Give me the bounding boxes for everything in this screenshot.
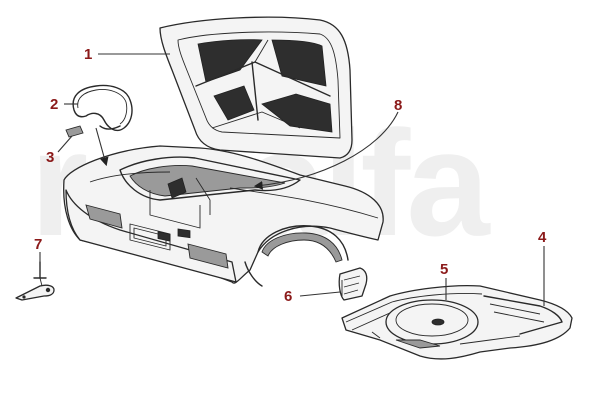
leader-3 bbox=[57, 135, 73, 153]
callout-3: 3 bbox=[46, 149, 54, 166]
seal-arrow bbox=[95, 127, 109, 167]
callout-8: 8 bbox=[394, 97, 402, 114]
bracket-drawing bbox=[15, 261, 55, 301]
callout-1: 1 bbox=[84, 46, 92, 63]
callout-6: 6 bbox=[284, 288, 292, 305]
boot-floor-drawing bbox=[341, 284, 573, 360]
callout-7: 7 bbox=[34, 236, 42, 253]
callout-4: 4 bbox=[538, 229, 547, 246]
callout-labels: 1 2 3 4 5 6 7 8 bbox=[34, 46, 547, 305]
callout-2: 2 bbox=[50, 96, 58, 113]
leader-lines bbox=[39, 53, 545, 306]
leader-6 bbox=[299, 291, 341, 297]
boot-lid-drawing bbox=[159, 16, 353, 159]
rear-body-drawing bbox=[63, 145, 384, 287]
callout-5: 5 bbox=[440, 261, 448, 278]
clip-drawing bbox=[65, 125, 84, 138]
seal-drawing bbox=[72, 84, 133, 132]
filler-flap-drawing bbox=[338, 267, 368, 301]
leader-8 bbox=[253, 111, 399, 190]
